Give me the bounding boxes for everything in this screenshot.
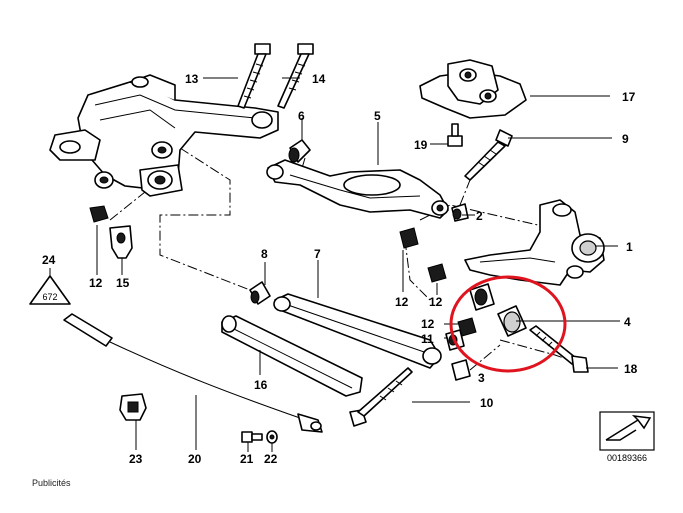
bushing-2 <box>451 203 469 222</box>
nut-12-lower <box>457 317 477 337</box>
bolt-19 <box>447 123 463 147</box>
rear-axle-carrier <box>49 74 279 197</box>
callout-21: 21 <box>240 452 254 466</box>
callout-4: 4 <box>624 315 631 329</box>
bolt-9 <box>464 129 513 181</box>
callout-18: 18 <box>624 362 638 376</box>
bolt-14 <box>277 43 314 109</box>
callout-19: 19 <box>414 138 428 152</box>
wheel-carrier-1 <box>464 199 605 286</box>
screw-21 <box>241 431 263 443</box>
callout-12-right: 12 <box>429 295 443 309</box>
nut-12-left <box>89 205 109 223</box>
callout-5: 5 <box>374 109 381 123</box>
trailing-link-7 <box>273 293 442 369</box>
bushing-3 <box>451 359 471 381</box>
callout-12-center: 12 <box>395 295 409 309</box>
highlight-circle <box>449 275 567 373</box>
drawing-number: 00189366 <box>607 453 647 463</box>
washer-22 <box>266 430 278 444</box>
callout-11: 11 <box>421 332 434 346</box>
bolt-13 <box>237 43 271 109</box>
callout-12-left: 12 <box>89 276 103 290</box>
assembly-guide-lines <box>109 147 576 371</box>
callout-23: 23 <box>129 452 143 466</box>
control-arm-5 <box>266 159 449 219</box>
bushing-8 <box>249 281 271 305</box>
callout-10: 10 <box>480 396 494 410</box>
callout-24: 24 <box>42 253 56 267</box>
arrow-icon <box>605 414 652 441</box>
callout-13: 13 <box>185 72 199 86</box>
sensor-cable-20 <box>63 313 323 433</box>
protective-sleeve-16 <box>221 315 363 397</box>
callout-16: 16 <box>254 378 268 392</box>
callout-1: 1 <box>626 240 633 254</box>
callout-6: 6 <box>298 109 305 123</box>
leader-lines <box>49 77 620 452</box>
callout-9: 9 <box>622 132 629 146</box>
nut-12-right <box>427 263 447 283</box>
callout-17: 17 <box>622 90 636 104</box>
callout-22: 22 <box>264 452 278 466</box>
bolt-18 <box>529 325 589 373</box>
warning-badge-24: 672 <box>29 275 71 305</box>
callout-2: 2 <box>476 209 483 223</box>
callout-15: 15 <box>116 276 130 290</box>
callout-20: 20 <box>188 452 202 466</box>
sensor-23 <box>119 393 147 421</box>
bushing-6 <box>288 139 311 163</box>
callout-14: 14 <box>312 72 326 86</box>
callout-3: 3 <box>478 371 485 385</box>
callout-8: 8 <box>261 247 268 261</box>
mount-15 <box>109 225 133 259</box>
bolt-10 <box>349 367 413 427</box>
callout-12-lower: 12 <box>421 317 435 331</box>
callout-labels: 1 2 3 4 5 6 7 8 9 10 11 12 12 12 12 13 1… <box>42 72 638 466</box>
warning-badge-text: 672 <box>42 292 57 302</box>
callout-7: 7 <box>314 247 321 261</box>
bushing-4 <box>469 283 527 337</box>
drawing-number-box: 00189366 <box>599 411 655 463</box>
nut-12-center <box>399 227 419 249</box>
ads-label: Publicités <box>32 478 71 488</box>
rubber-mount-17 <box>419 59 527 119</box>
